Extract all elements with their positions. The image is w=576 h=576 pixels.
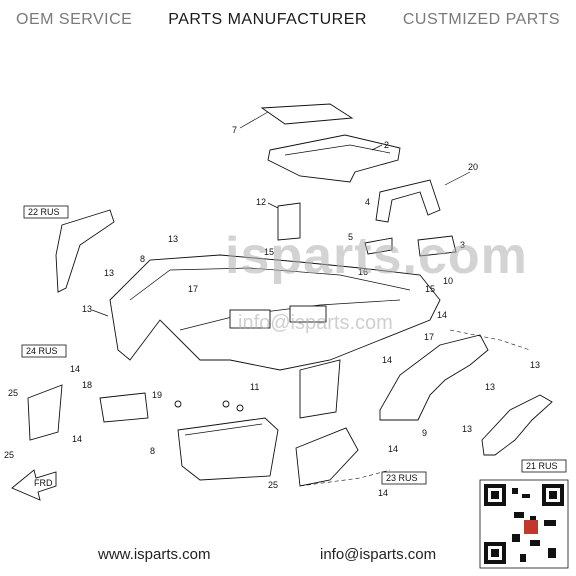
label-21-rus-box — [521, 459, 567, 473]
callout-5: 5 — [348, 232, 353, 242]
callout-2: 2 — [384, 140, 389, 150]
callout-13-f: 13 — [462, 424, 472, 434]
header-parts-manufacturer: PARTS MANUFACTURER — [168, 11, 367, 28]
part-5-3-pads: 5 3 — [348, 232, 465, 257]
callout-13-a: 13 — [168, 234, 178, 244]
callout-16: 16 — [358, 267, 368, 277]
callout-14-h: 14 — [378, 488, 388, 498]
header-bar: OEM SERVICE PARTS MANUFACTURER CUSTMIZED… — [0, 0, 576, 40]
header-oem-service: OEM SERVICE — [16, 11, 133, 28]
callout-7: 7 — [232, 125, 237, 135]
callout-13-c: 13 — [82, 304, 92, 314]
front-direction-arrow: FRD — [11, 469, 57, 501]
callout-8-b: 8 — [150, 446, 155, 456]
front-label: FRD — [34, 478, 53, 488]
footer-website[interactable]: www.isparts.com — [98, 546, 211, 563]
watermark-main: isparts.com — [225, 227, 528, 285]
callout-9: 9 — [422, 428, 427, 438]
callout-25-a: 25 — [8, 388, 18, 398]
callout-17-a: 17 — [188, 284, 198, 294]
callout-12: 12 — [256, 197, 266, 207]
part-23-mud-flap: 14 25 14 23 RUS — [268, 427, 427, 498]
callout-14-g: 14 — [388, 444, 398, 454]
callout-14-b: 14 — [382, 355, 392, 365]
callout-18: 18 — [82, 380, 92, 390]
footer-bar: www.isparts.com info@isparts.com — [0, 546, 576, 570]
callout-13-e: 13 — [485, 382, 495, 392]
callout-8-a: 8 — [140, 254, 145, 264]
header-customized-parts: CUSTMIZED PARTS — [402, 11, 560, 28]
part-22-side-cover: 22 RUS — [23, 205, 115, 293]
callout-14-e: 14 — [70, 364, 80, 374]
label-24-rus: 24 RUS — [26, 346, 58, 356]
label-24-rus-box — [21, 344, 67, 358]
callout-4: 4 — [365, 197, 370, 207]
callout-3: 3 — [460, 240, 465, 250]
callout-17-b: 17 — [424, 332, 434, 342]
label-23-rus-box — [381, 471, 427, 485]
part-24-mud-flap: 24 RUS 25 14 14 25 — [4, 344, 82, 460]
part-7-top-plate: 7 — [232, 103, 354, 135]
callout-14-f: 14 — [72, 434, 82, 444]
footer-email[interactable]: info@isparts.com — [320, 546, 437, 563]
label-22-rus: 22 RUS — [28, 207, 60, 217]
callout-19: 19 — [152, 390, 162, 400]
label-23-rus: 23 RUS — [386, 473, 418, 483]
callout-15-a: 15 — [264, 247, 274, 257]
callout-13-d: 13 — [530, 360, 540, 370]
part-8-storage-box: 8 19 11 — [150, 382, 279, 481]
callout-13-b: 13 — [104, 268, 114, 278]
callout-14-a: 14 — [437, 310, 447, 320]
callout-25-c: 25 — [268, 480, 278, 490]
callout-25-b: 25 — [4, 450, 14, 460]
part-9-right-fender: 9 13 13 13 21 RUS — [379, 329, 567, 473]
callout-15-b: 15 — [425, 284, 435, 294]
label-22-rus-box — [23, 205, 69, 219]
callout-11: 11 — [250, 382, 259, 392]
watermark-sub: info@isparts.com — [238, 312, 393, 334]
main-body-callouts: 13 8 13 15 17 16 10 15 13 14 17 14 — [82, 234, 453, 365]
part-main-rear-fender — [109, 254, 441, 419]
part-2-rear-rack: 2 — [267, 134, 401, 183]
callout-20: 20 — [468, 162, 478, 172]
part-12-panel: 12 — [256, 197, 301, 241]
part-18-plate: 18 — [82, 380, 149, 423]
part-4-bracket: 4 20 — [365, 162, 478, 223]
callout-10: 10 — [443, 276, 453, 286]
qr-code — [479, 479, 569, 569]
label-21-rus: 21 RUS — [526, 461, 558, 471]
